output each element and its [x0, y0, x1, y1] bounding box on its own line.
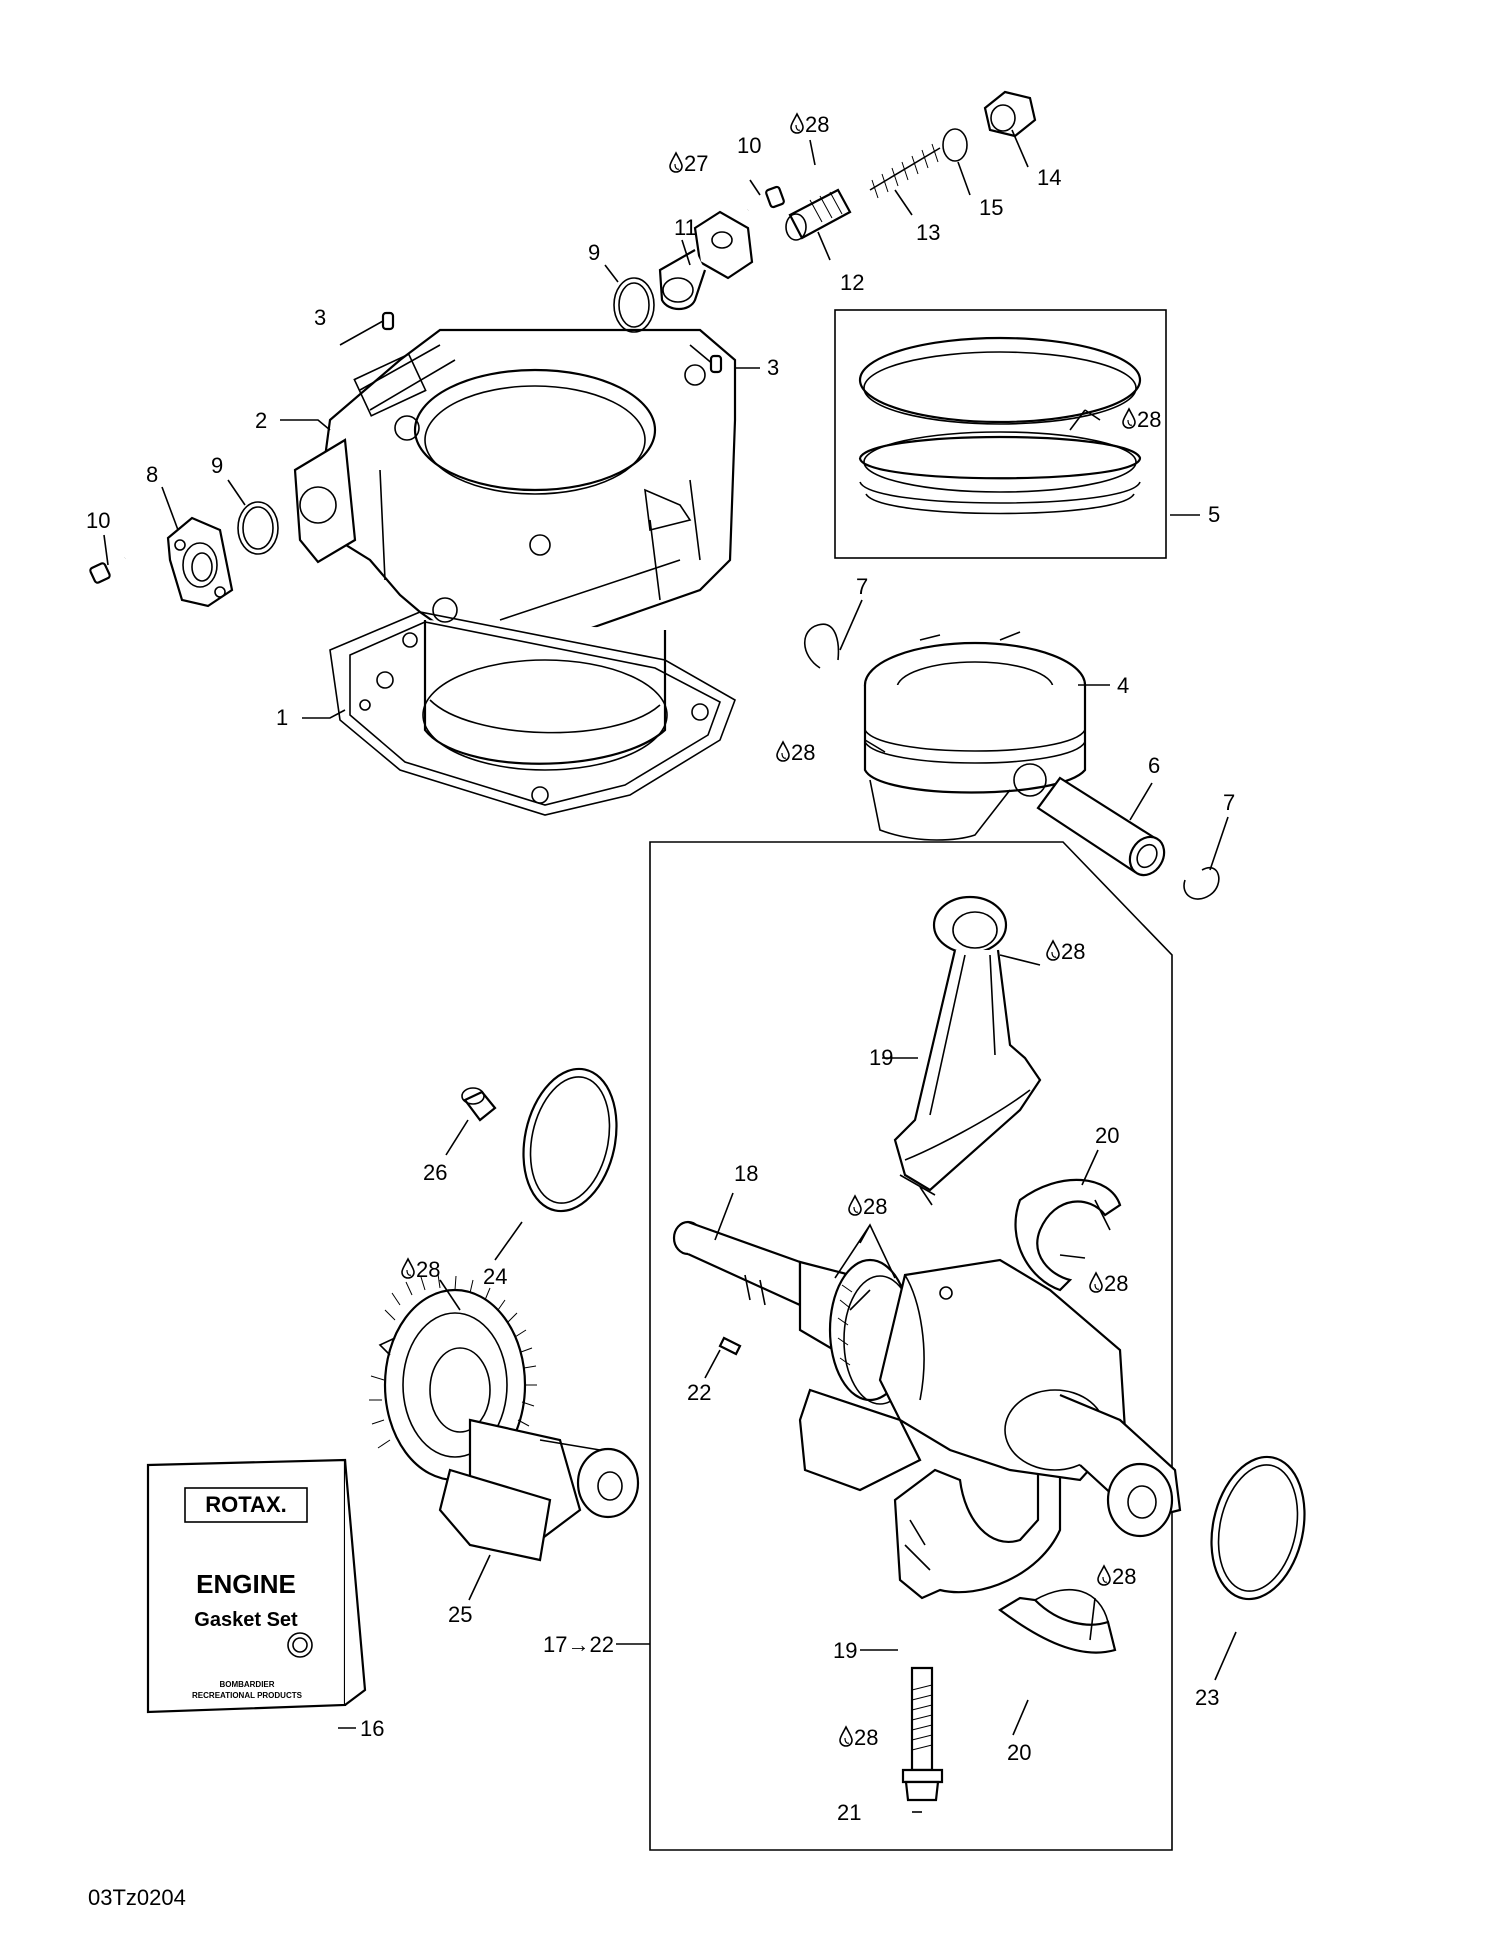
conrod-bearing-upper: [1014, 1178, 1122, 1292]
diagram-code: 03Tz0204: [88, 1885, 186, 1910]
retaining-ring-top: [942, 128, 968, 162]
oil-drop-icon: [1097, 1565, 1111, 1586]
oil-drop-icon: [1089, 1272, 1103, 1293]
balancer-shaft: [369, 1273, 640, 1562]
oil-drop-icon: [790, 113, 804, 134]
conrod-bearing-lower: [998, 1588, 1117, 1654]
callout-10: 10: [86, 508, 110, 533]
package-brand: ROTAX.: [205, 1492, 286, 1517]
package-title: ENGINE: [196, 1569, 296, 1599]
callout-17-22: 17→22: [543, 1632, 614, 1657]
circlip-right: [1183, 867, 1220, 900]
lube-callout-28: 28: [854, 1725, 878, 1750]
callout-21: 21: [837, 1800, 861, 1825]
lube-callout-28: 28: [863, 1194, 887, 1219]
callout-14: 14: [1037, 165, 1061, 190]
leader-lines: [103, 129, 1237, 1813]
callout-10: 10: [737, 133, 761, 158]
lube-callout-28: 28: [416, 1257, 440, 1282]
callout-13: 13: [916, 220, 940, 245]
callout-18: 18: [734, 1161, 758, 1186]
oil-drop-icon: [839, 1726, 853, 1747]
tensioner-screw: [747, 185, 785, 212]
oil-drop-icon: [401, 1258, 415, 1279]
callout-7: 7: [1223, 790, 1235, 815]
callout-19: 19: [869, 1045, 893, 1070]
gasket-set-package: [146, 1458, 367, 1714]
callout-6: 6: [1148, 753, 1160, 778]
oil-drop-icon: [848, 1195, 862, 1216]
woodruff-key: [718, 1336, 742, 1356]
callout-12: 12: [840, 270, 864, 295]
tensioner-plunger: [785, 188, 852, 241]
dowel-pin-right: [709, 354, 723, 374]
tensioner-housing: [658, 210, 754, 311]
piston-pin: [1036, 776, 1166, 877]
thrust-washer-right: [1210, 1455, 1306, 1601]
callout-22: 22: [687, 1380, 711, 1405]
callout-16: 16: [360, 1716, 384, 1741]
callout-20: 20: [1007, 1740, 1031, 1765]
lube-callout-27: 27: [684, 151, 708, 176]
callout-7: 7: [856, 574, 868, 599]
callout-11: 11: [674, 215, 697, 240]
package-subtitle: Gasket Set: [194, 1609, 298, 1631]
bushing: [461, 1087, 497, 1122]
callout-3: 3: [314, 305, 326, 330]
callout-15: 15: [979, 195, 1003, 220]
circlip-left: [804, 623, 840, 669]
flange-screw-left: [89, 556, 126, 584]
callout-9: 9: [588, 240, 600, 265]
tensioner-plug: [983, 90, 1037, 138]
callout-1: 1: [276, 705, 288, 730]
piston-rings: [858, 336, 1142, 515]
package-maker-line2: RECREATIONAL PRODUCTS: [192, 1691, 303, 1700]
cylinder-base-gasket: [329, 611, 736, 816]
lube-callout-28: 28: [1061, 939, 1085, 964]
callout-26: 26: [423, 1160, 447, 1185]
callout-24: 24: [483, 1264, 507, 1289]
oil-drop-icon: [669, 152, 683, 173]
callout-19: 19: [833, 1638, 857, 1663]
callout-25: 25: [448, 1602, 472, 1627]
oil-drop-icon: [776, 741, 790, 762]
connecting-rod: [893, 895, 1042, 1206]
package-label: ROTAX. ENGINE Gasket Set BOMBARDIER RECR…: [192, 1492, 303, 1700]
callout-3: 3: [767, 355, 779, 380]
oil-drop-icon: [1122, 408, 1136, 429]
callout-23: 23: [1195, 1685, 1219, 1710]
lube-callout-28: 28: [791, 740, 815, 765]
lube-callout-28: 28: [1137, 407, 1161, 432]
callout-4: 4: [1117, 673, 1129, 698]
o-ring-left: [237, 501, 279, 555]
piston-ring-set-box: [834, 309, 1167, 559]
package-maker: BOMBARDIER: [219, 1680, 274, 1689]
crankshaft: [672, 1220, 1182, 1538]
o-ring-top: [613, 277, 655, 333]
cylinder: [293, 328, 737, 765]
tensioner-spring: [869, 143, 941, 199]
lube-callout-28: 28: [1104, 1271, 1128, 1296]
callout-labels: 1 2 3 3 4 5 6 7 7 8 9 9 10 10 11 12 13 1…: [86, 133, 1235, 1825]
conrod-bolt: [901, 1666, 944, 1802]
callout-8: 8: [146, 462, 158, 487]
piston: [863, 631, 1087, 841]
callout-9: 9: [211, 453, 223, 478]
callout-20: 20: [1095, 1123, 1119, 1148]
lube-callout-28: 28: [805, 112, 829, 137]
lubricant-callouts: 27 28 28 28 28 28 28 28 28 28: [401, 112, 1161, 1750]
callout-2: 2: [255, 408, 267, 433]
callout-5: 5: [1208, 502, 1220, 527]
dowel-pin-upper: [381, 311, 395, 331]
lube-callout-28: 28: [1112, 1564, 1136, 1589]
oil-drop-icon: [1046, 940, 1060, 961]
thrust-washer-left: [522, 1067, 618, 1213]
exhaust-flange: [166, 516, 234, 608]
crankshaft-kit-box: [649, 841, 1173, 1851]
